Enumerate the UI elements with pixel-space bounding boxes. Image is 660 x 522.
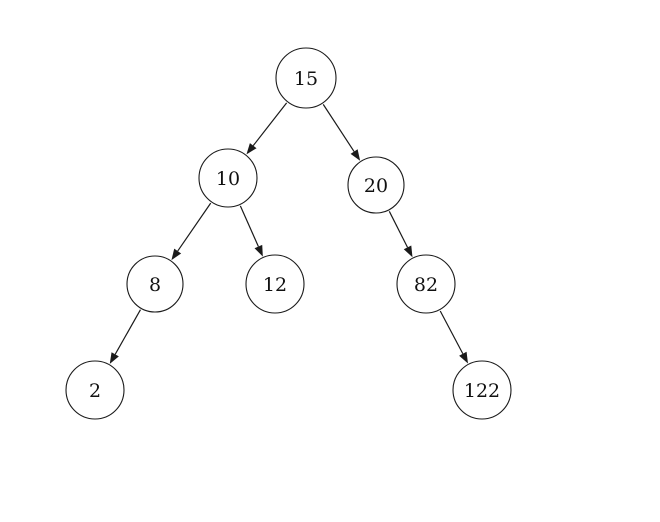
edge-line (439, 310, 464, 355)
edge-line (114, 309, 141, 355)
edge-layer (109, 102, 468, 364)
edge-arrowhead-icon (350, 149, 361, 161)
edge-line (388, 211, 409, 248)
tree-node[interactable]: 12 (245, 254, 305, 314)
tree-node[interactable]: 122 (452, 360, 512, 420)
node-circle[interactable] (126, 255, 184, 313)
tree-node[interactable]: 10 (198, 148, 258, 208)
node-circle[interactable] (198, 148, 258, 208)
edge-arrowhead-icon (459, 351, 468, 364)
tree-node[interactable]: 82 (396, 254, 456, 314)
tree-node[interactable]: 8 (126, 255, 184, 313)
tree-edge (109, 309, 141, 364)
tree-edge (246, 102, 288, 155)
node-circle[interactable] (452, 360, 512, 420)
tree-edge (171, 202, 212, 261)
node-layer: 15 10 20 8 12 82 2 122 (65, 47, 512, 420)
tree-edge (239, 205, 263, 257)
edge-arrowhead-icon (171, 248, 182, 261)
node-circle[interactable] (275, 47, 337, 109)
node-circle[interactable] (65, 360, 125, 420)
edge-arrowhead-icon (246, 143, 257, 155)
edge-line (177, 202, 212, 252)
tree-node[interactable]: 2 (65, 360, 125, 420)
tree-edge (388, 211, 413, 258)
edge-arrowhead-icon (109, 352, 119, 364)
edge-arrowhead-icon (403, 245, 413, 258)
tree-node[interactable]: 20 (347, 156, 405, 214)
tree-edge (439, 310, 468, 364)
tree-edge (322, 104, 361, 161)
edge-arrowhead-icon (254, 244, 263, 257)
edge-line (322, 104, 355, 152)
edge-line (252, 102, 288, 147)
node-circle[interactable] (396, 254, 456, 314)
edge-line (239, 205, 259, 247)
node-circle[interactable] (347, 156, 405, 214)
tree-node[interactable]: 15 (275, 47, 337, 109)
node-circle[interactable] (245, 254, 305, 314)
